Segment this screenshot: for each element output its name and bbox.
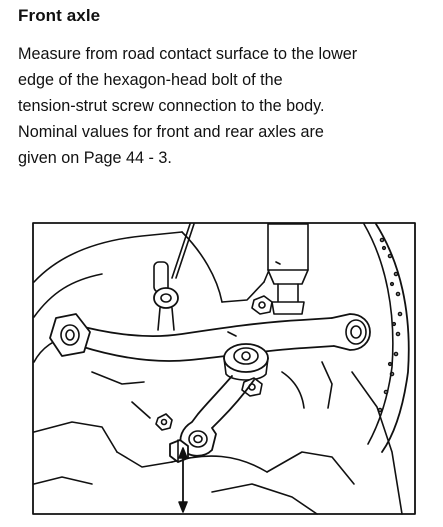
tension-strut [179, 375, 255, 457]
figure-frame [32, 222, 416, 515]
paragraph-line: given on Page 44 - 3. [18, 149, 172, 167]
hexagon-head-bolt [155, 413, 189, 463]
inner-bushing [49, 313, 91, 357]
underbody-details [91, 261, 333, 419]
paragraph-line: Nominal values for front and rear axles … [18, 123, 324, 141]
bolt-heads [241, 295, 273, 397]
control-arm [71, 313, 371, 362]
instruction-paragraph: Measure from road contact surface to the… [18, 41, 433, 171]
front-axle-illustration [32, 222, 416, 515]
paragraph-line: tension-strut screw connection to the bo… [18, 97, 325, 115]
paragraph-line: Measure from road contact surface to the… [18, 45, 358, 63]
paragraph-line: edge of the hexagon-head bolt of the [18, 71, 283, 89]
strut-assembly [267, 223, 309, 315]
section-heading: Front axle [18, 6, 101, 25]
ball-joint [223, 343, 269, 381]
vehicle-body-panel [33, 223, 403, 515]
double-arrow-icon [178, 447, 188, 513]
stabilizer-link [153, 223, 195, 331]
brake-disc [363, 223, 410, 453]
